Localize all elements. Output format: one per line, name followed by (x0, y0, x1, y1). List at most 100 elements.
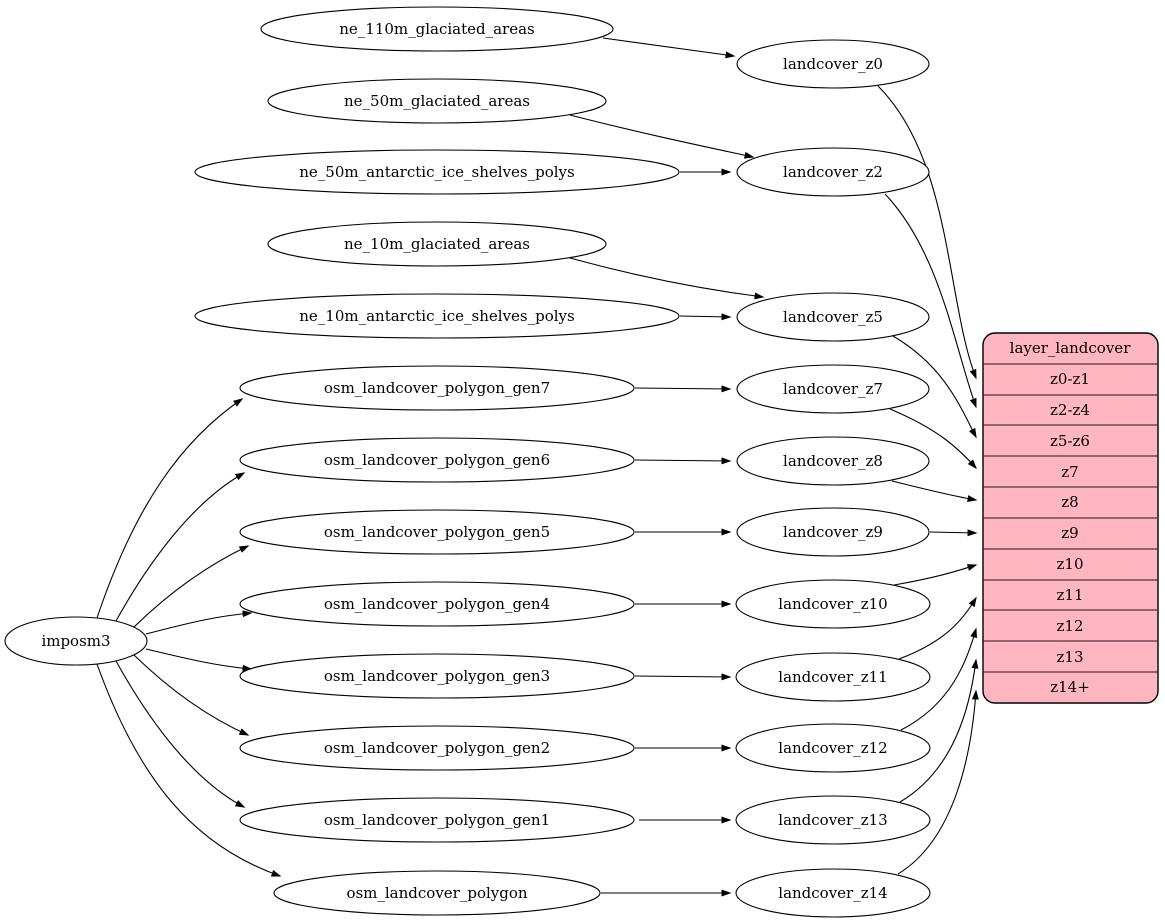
edge-landcover-z0-to-row-z0-z1 (877, 85, 977, 380)
source-label: ne_50m_antarctic_ice_shelves_polys (299, 163, 574, 181)
node-ne-50m-glaciated-areas: ne_50m_glaciated_areas (267, 78, 607, 124)
table-row: z7 (1061, 463, 1078, 481)
stage-label: landcover_z10 (778, 595, 887, 613)
source-ellipse (239, 437, 635, 483)
source-ellipse (239, 509, 635, 555)
node-landcover-z11: landcover_z11 (735, 652, 931, 702)
stage-ellipse (736, 292, 930, 342)
edge-imposm3-to-gen5 (133, 545, 250, 628)
source-ellipse (267, 221, 607, 267)
stage-ellipse (736, 364, 930, 414)
edge-landcover-z5-to-row-z5-z6 (892, 335, 977, 439)
stage-ellipse (735, 579, 931, 629)
edge-imposm3-to-gen6 (115, 472, 246, 622)
edge-landcover-z12-to-row-z12 (900, 627, 977, 731)
source-ellipse (239, 581, 635, 627)
edge-landcover-z9-to-row-z9 (929, 529, 978, 537)
edge-layer (96, 37, 979, 897)
table-layer-landcover: layer_landcover z0-z1 z2-z4 z5-z6 z7 z8 … (982, 332, 1159, 704)
table-row: z14+ (1050, 678, 1090, 696)
node-osm-landcover-polygon-gen2: osm_landcover_polygon_gen2 (239, 725, 635, 771)
node-osm-landcover-polygon-gen4: osm_landcover_polygon_gen4 (239, 581, 635, 627)
node-landcover-z13: landcover_z13 (735, 795, 931, 845)
table-row: z10 (1057, 555, 1084, 573)
source-ellipse (194, 149, 680, 195)
table-row: z11 (1057, 586, 1084, 604)
imposm3-ellipse (4, 616, 148, 666)
node-landcover-z10: landcover_z10 (735, 579, 931, 629)
source-label: osm_landcover_polygon_gen4 (324, 595, 550, 613)
node-osm-landcover-polygon-gen3: osm_landcover_polygon_gen3 (239, 653, 635, 699)
stage-label: landcover_z13 (778, 811, 887, 829)
source-ellipse (194, 293, 680, 339)
node-osm-landcover-polygon-gen7: osm_landcover_polygon_gen7 (239, 365, 635, 411)
edge-landcover-z2-to-row-z2-z4 (884, 193, 977, 409)
edge-imposm3-to-gen7 (96, 398, 244, 619)
source-ellipse (260, 6, 614, 52)
table-row: z5-z6 (1050, 432, 1090, 450)
source-label: ne_110m_glaciated_areas (339, 20, 535, 38)
node-landcover-z9: landcover_z9 (736, 507, 930, 557)
stage-ellipse (736, 147, 930, 197)
source-ellipse (273, 870, 601, 916)
node-landcover-z8: landcover_z8 (736, 436, 930, 486)
edge-imposm3-to-osm-landcover-polygon (96, 663, 282, 877)
node-ne-10m-glaciated-areas: ne_10m_glaciated_areas (267, 221, 607, 267)
source-label: ne_10m_glaciated_areas (344, 235, 530, 253)
stage-ellipse (735, 723, 931, 773)
source-ellipse (239, 725, 635, 771)
source-label: osm_landcover_polygon_gen6 (324, 451, 550, 469)
node-landcover-z12: landcover_z12 (735, 723, 931, 773)
node-landcover-z5: landcover_z5 (736, 292, 930, 342)
edge-ne-10m-antarctic-ice-shelves-polys-to-landcover-z5 (679, 313, 732, 321)
stage-label: landcover_z5 (783, 308, 883, 326)
node-osm-landcover-polygon-gen1: osm_landcover_polygon_gen1 (239, 797, 635, 843)
table-row: z12 (1057, 617, 1084, 635)
edge-imposm3-to-gen4 (145, 610, 253, 635)
source-label: osm_landcover_polygon_gen2 (324, 739, 550, 757)
edge-gen7-to-landcover-z7 (634, 385, 732, 393)
stage-label: landcover_z11 (778, 668, 887, 686)
edge-landcover-z13-to-row-z13 (899, 658, 979, 803)
edge-gen3-to-landcover-z11 (634, 673, 732, 681)
source-label: osm_landcover_polygon_gen1 (324, 811, 550, 829)
node-ne-10m-antarctic-ice-shelves-polys: ne_10m_antarctic_ice_shelves_polys (194, 293, 680, 339)
source-ellipse (239, 365, 635, 411)
edge-landcover-z14-to-row-z14 (897, 689, 979, 875)
table-title: layer_landcover (1010, 339, 1132, 357)
stage-label: landcover_z9 (783, 523, 883, 541)
stage-ellipse (735, 652, 931, 702)
edge-landcover-z8-to-row-z8 (891, 480, 978, 503)
node-landcover-z14: landcover_z14 (735, 868, 931, 918)
edge-ne-50m-glaciated-areas-to-landcover-z2 (569, 114, 755, 159)
stage-label: landcover_z12 (778, 739, 887, 757)
edge-imposm3-to-gen2 (133, 654, 250, 736)
node-imposm3: imposm3 (4, 616, 148, 666)
source-label: osm_landcover_polygon_gen3 (324, 667, 550, 685)
table-row: z9 (1061, 524, 1078, 542)
node-osm-landcover-polygon: osm_landcover_polygon (273, 870, 601, 916)
stage-ellipse (736, 507, 930, 557)
source-ellipse (267, 78, 607, 124)
imposm3-label: imposm3 (41, 632, 110, 650)
source-label: ne_50m_glaciated_areas (344, 92, 530, 110)
stage-label: landcover_z2 (783, 163, 883, 181)
source-label: osm_landcover_polygon_gen5 (324, 523, 550, 541)
edge-gen6-to-landcover-z8 (634, 457, 732, 465)
table-row: z0-z1 (1050, 370, 1090, 388)
table-row: z8 (1061, 493, 1078, 511)
source-label: osm_landcover_polygon (346, 884, 527, 902)
node-landcover-z7: landcover_z7 (736, 364, 930, 414)
node-ne-110m-glaciated-areas: ne_110m_glaciated_areas (260, 6, 614, 52)
edge-landcover-z10-to-row-z10 (893, 564, 978, 586)
edge-ne-10m-glaciated-areas-to-landcover-z5 (569, 257, 765, 300)
edge-ne-110m-glaciated-areas-to-landcover-z0 (602, 37, 736, 59)
node-ne-50m-antarctic-ice-shelves-polys: ne_50m_antarctic_ice_shelves_polys (194, 149, 680, 195)
node-osm-landcover-polygon-gen6: osm_landcover_polygon_gen6 (239, 437, 635, 483)
source-ellipse (239, 653, 635, 699)
source-ellipse (239, 797, 635, 843)
edge-imposm3-to-gen3 (145, 648, 253, 672)
stage-label: landcover_z7 (783, 380, 883, 398)
